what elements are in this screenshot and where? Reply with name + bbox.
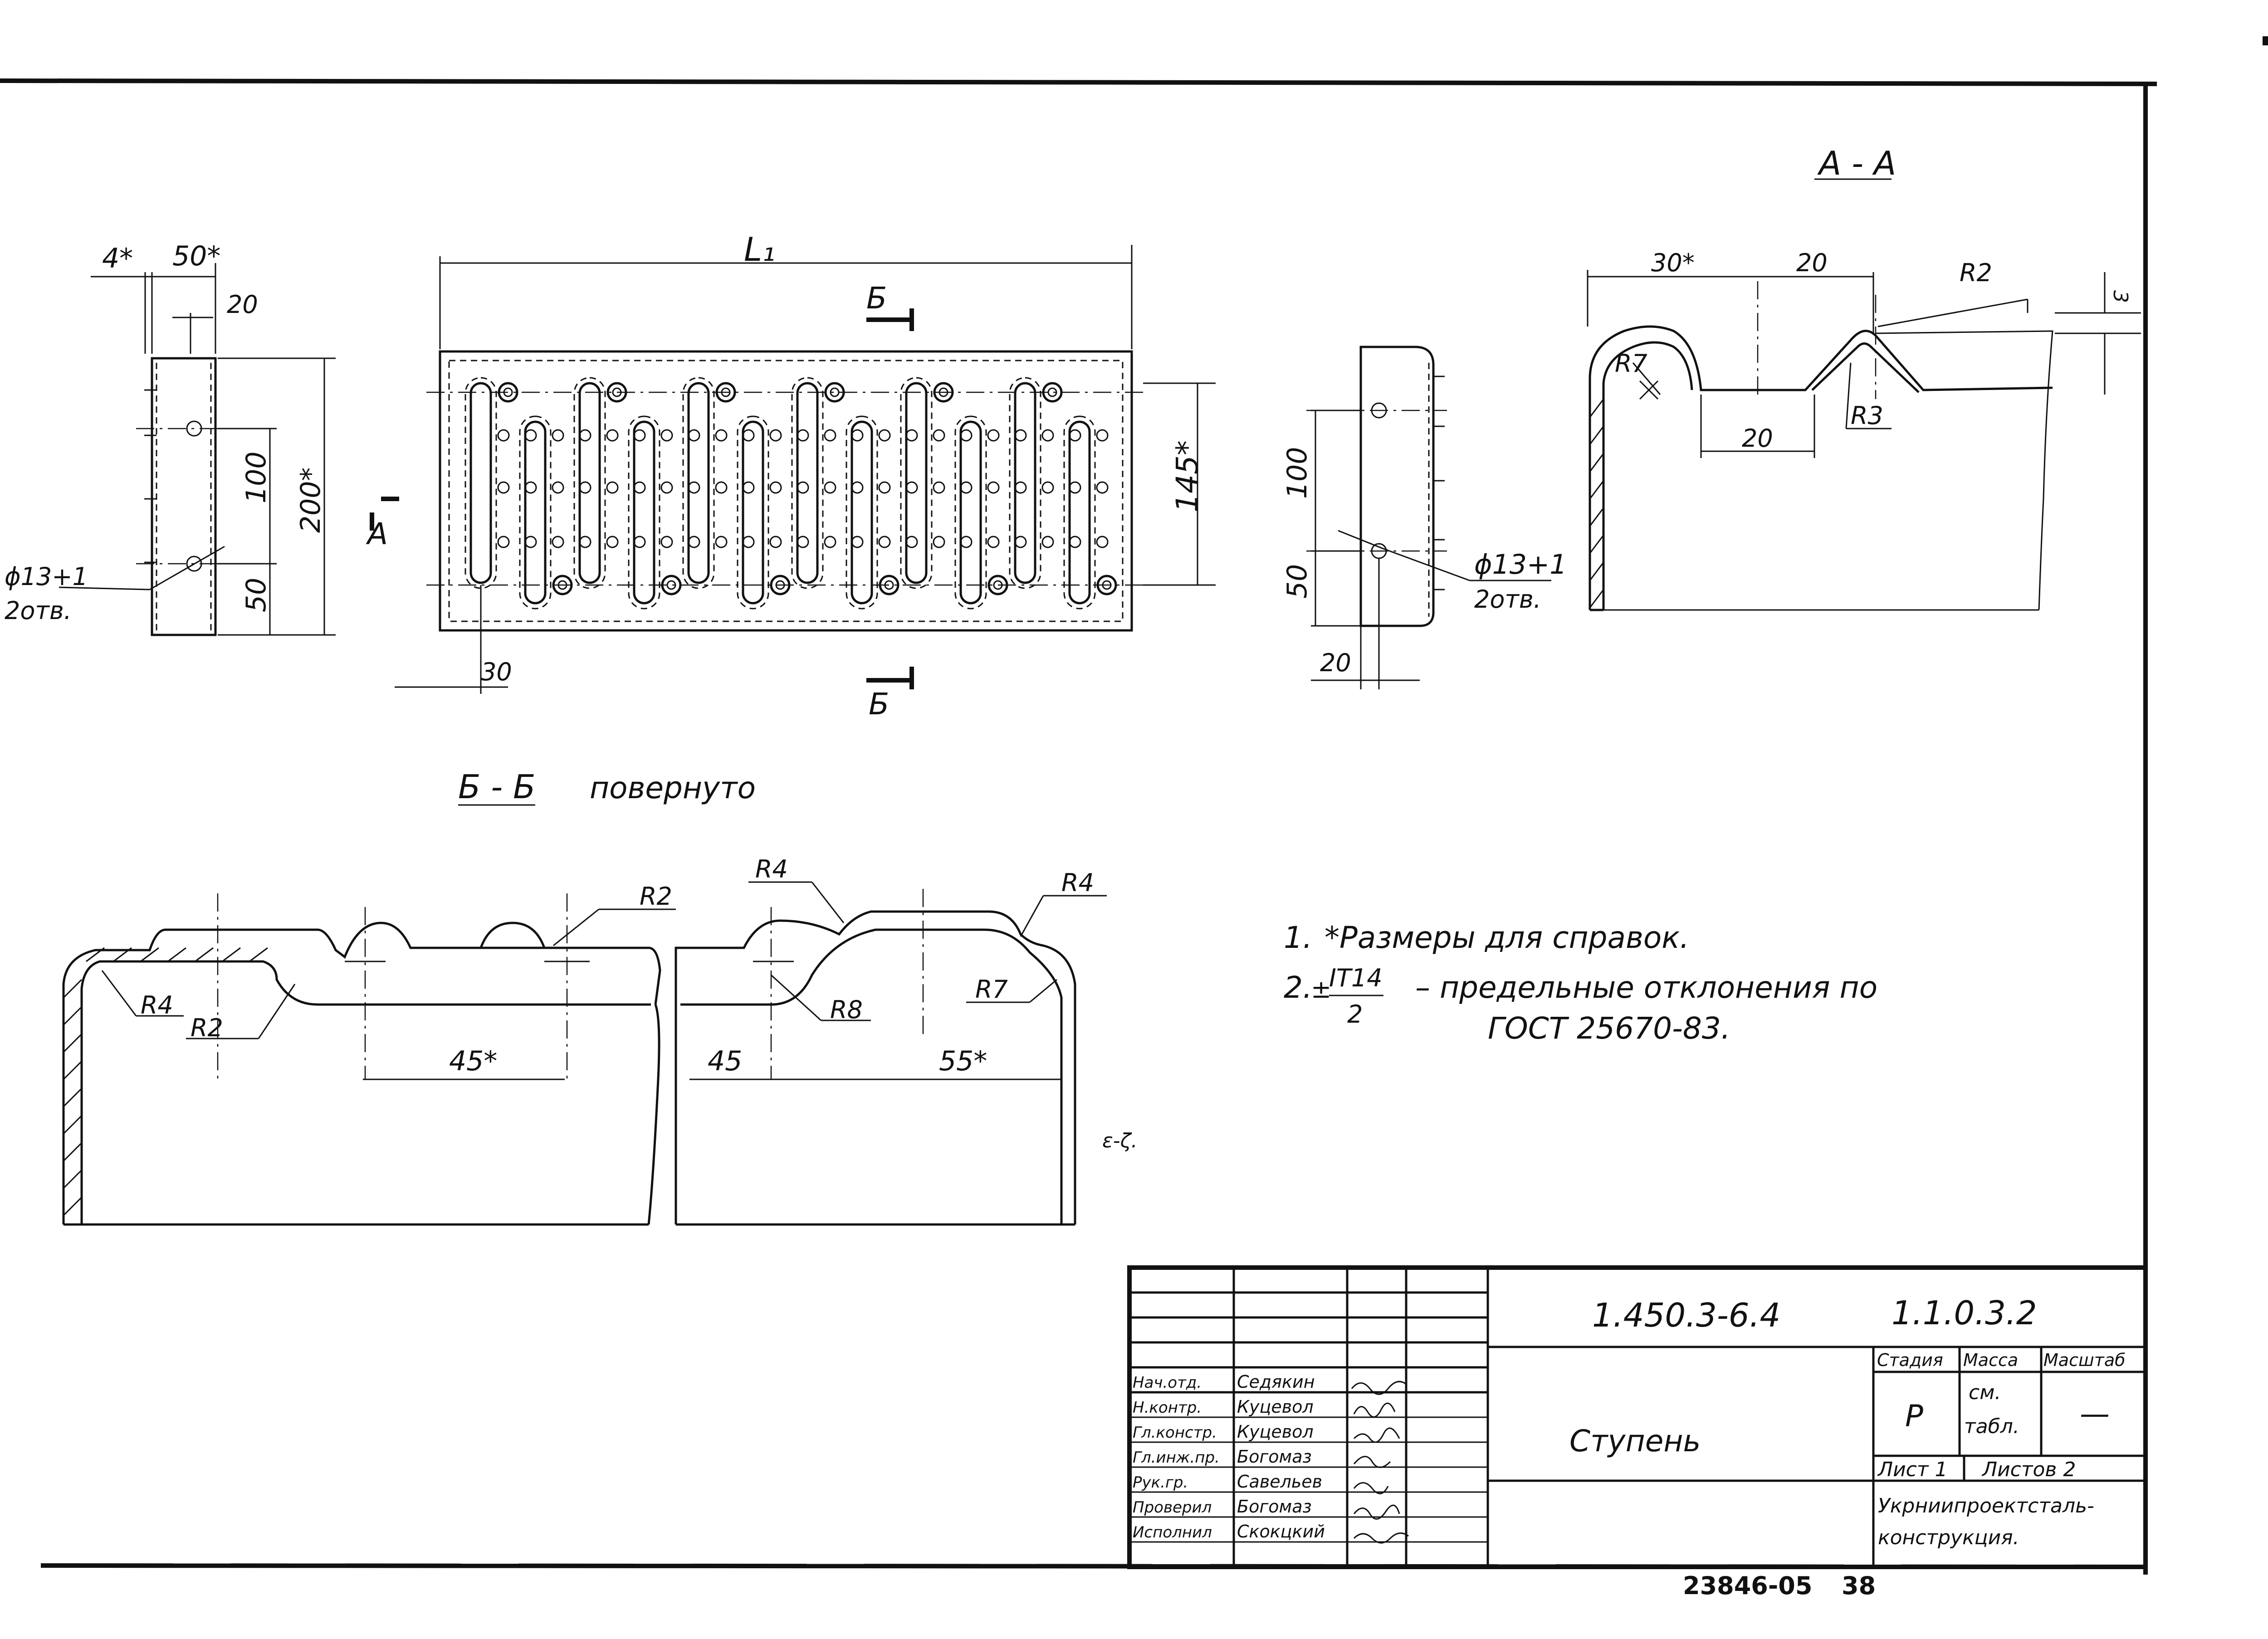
section-b-b-title: Б - Б (458, 768, 536, 806)
sheet-code: 1.1.0.3.2 (1892, 1294, 2037, 1332)
scale-label: Масштаб (2043, 1350, 2126, 1370)
section-mark-b-top: Б (866, 281, 887, 316)
note-2-text2: ГОСТ 25670-83. (1488, 1011, 1730, 1046)
stage-label: Стадия (1877, 1350, 1943, 1370)
stage-value: Р (1905, 1399, 1923, 1434)
dim-45b: 45 (708, 1045, 742, 1077)
left-side-view (59, 263, 336, 636)
section-b-b (62, 804, 1107, 1226)
signatory-name: Савельев (1237, 1472, 1322, 1492)
dim-3: 3 (2109, 290, 2132, 303)
drawing-title: Ступень (1569, 1424, 1701, 1459)
length-label: L₁ (744, 230, 775, 268)
signatory-role: Нач.отд. (1133, 1374, 1202, 1392)
note-2-prefix: ± (1311, 975, 1331, 1004)
radius-r2: R2 (1960, 259, 1992, 287)
footer-page: 38 (1842, 1571, 1876, 1600)
margin-mark: ε-ζ. (1102, 1129, 1138, 1152)
hole-label: ϕ13+1 (1474, 549, 1567, 580)
note-2-num: 2. (1284, 970, 1312, 1005)
dim-50: 50* (172, 240, 220, 272)
mass-label: Масса (1963, 1350, 2018, 1370)
signatory-role: Проверил (1133, 1498, 1212, 1517)
scale-value: — (2080, 1396, 2110, 1431)
dim-50: 50 (1281, 564, 1313, 599)
signatory-role: Исполнил (1133, 1523, 1212, 1541)
radius-r2b: R2 (640, 882, 672, 911)
footer-number: 23846-05 (1683, 1571, 1812, 1600)
hole-count: 2отв. (1474, 585, 1541, 614)
signature (1351, 1380, 1407, 1395)
dim-20: 20 (1320, 649, 1351, 677)
radius-r4b: R4 (755, 855, 788, 883)
hole-label: ϕ13+1 (5, 562, 88, 591)
radius-r4c: R4 (1061, 868, 1094, 897)
dim-100: 100 (240, 451, 272, 503)
section-b-b-subtitle: повернуто (590, 771, 756, 805)
signatory-role: Н.контр. (1133, 1399, 1202, 1417)
radius-r4: R4 (141, 991, 173, 1019)
radius-r7: R7 (1615, 349, 1647, 378)
dim-20-top: 20 (1796, 249, 1828, 277)
dim-30: 30* (1651, 249, 1695, 277)
signature (1353, 1427, 1400, 1443)
doc-code: 1.450.3-6.4 (1592, 1296, 1780, 1334)
radius-r7: R7 (975, 975, 1008, 1004)
signature (1353, 1482, 1389, 1494)
section-mark-a: А (366, 517, 388, 551)
sheet-label: Лист 1 (1877, 1458, 1947, 1481)
signature (1353, 1532, 1409, 1544)
hole-count: 2отв. (5, 596, 72, 625)
signatory-name: Скокцкий (1237, 1522, 1325, 1541)
dim-55: 55* (939, 1045, 987, 1077)
section-a-a (1587, 178, 2141, 611)
sheets-label: Листов 2 (1981, 1458, 2076, 1481)
dim-200: 200* (295, 467, 327, 533)
title-block (1127, 1265, 2148, 1569)
radius-r8: R8 (830, 995, 863, 1024)
radius-r3: R3 (1851, 401, 1883, 430)
note-1-text: *Размеры для справок. (1325, 920, 1689, 955)
note-2-text: – предельные отклонения по (1415, 970, 1877, 1005)
mass-value-line1: см. (1969, 1381, 2001, 1404)
dim-45: 45* (449, 1045, 497, 1077)
mass-value-line2: табл. (1964, 1415, 2019, 1438)
signatory-role: Гл.констр. (1133, 1424, 1217, 1442)
signatory-name: Богомаз (1237, 1497, 1312, 1517)
note-1-num: 1. (1284, 920, 1312, 955)
section-a-a-title: A - A (1817, 144, 1896, 182)
dim-20: 20 (227, 290, 258, 319)
signatory-rows: Нач.отд.СедякинН.контр.КуцеволГл.констр.… (1133, 1372, 1325, 1541)
height-dim: 145* (1170, 440, 1205, 512)
dim-20-bottom: 20 (1742, 424, 1773, 453)
plan-view (370, 245, 1216, 694)
dim-50: 50 (240, 578, 272, 612)
signatory-role: Гл.инж.пр. (1133, 1449, 1220, 1467)
signatory-name: Богомаз (1237, 1447, 1312, 1467)
signature (1353, 1504, 1400, 1520)
corner-mark (2263, 36, 2268, 45)
offset-dim: 30 (481, 658, 512, 686)
section-mark-b-bottom: Б (869, 687, 889, 722)
org-line2: конструкция. (1878, 1526, 2019, 1549)
note-2-frac-bot: 2 (1347, 1000, 1363, 1029)
org-line1: Укрниипроектсталь- (1878, 1494, 2094, 1517)
signatory-name: Седякин (1237, 1372, 1315, 1392)
signature (1353, 1456, 1391, 1468)
signatory-name: Куцевол (1237, 1422, 1314, 1442)
signatory-role: Рук.гр. (1133, 1473, 1188, 1492)
signatory-name: Куцевол (1237, 1397, 1314, 1417)
dim-100: 100 (1281, 447, 1313, 499)
dim-4: 4* (102, 243, 133, 274)
right-side-view (1306, 346, 1551, 689)
radius-r2: R2 (191, 1014, 223, 1042)
signature (1353, 1402, 1396, 1418)
note-2-frac-top: IT14 (1329, 964, 1383, 992)
